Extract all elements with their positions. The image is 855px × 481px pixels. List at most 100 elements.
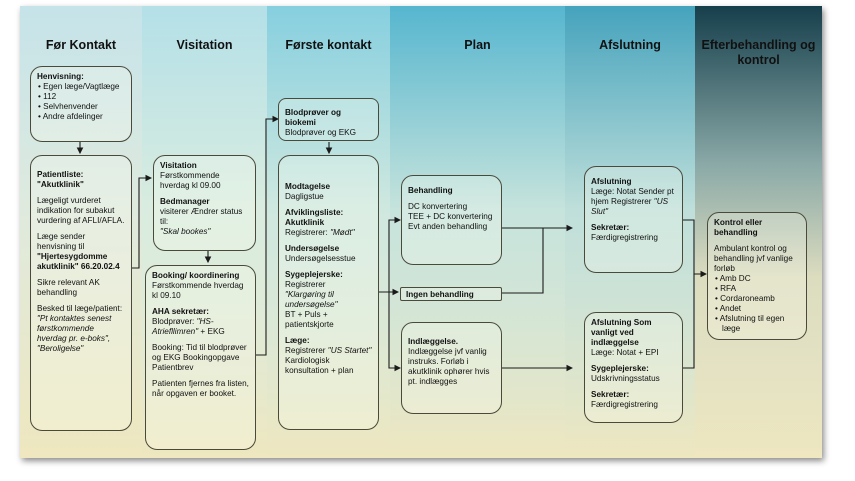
visitation-text: visiterer Ændrer status til: <box>160 207 243 226</box>
column-title-1: Før Kontakt <box>45 38 117 52</box>
box-patientliste: Patientliste: "Akutklinik" Lægeligt vurd… <box>30 155 132 431</box>
patientliste-title: Patientliste: "Akutklinik" <box>37 170 84 189</box>
visitation-text: Førstkommende hverdag kl 09.00 <box>160 171 221 190</box>
patientliste-text: Læge sender henvisning til <box>37 232 86 251</box>
modtagelse-title: Undersøgelse <box>285 244 340 253</box>
kontrol-item: • Andet <box>715 304 742 313</box>
afslutning-title: Afslutning Som vanligt ved indlæggelse <box>591 318 652 347</box>
box-modtagelse: Modtagelse Dagligstue Afviklingsliste: A… <box>278 155 379 430</box>
henvisning-item: • Selvhenvender <box>38 102 98 111</box>
box-visitation: Visitation Førstkommende hverdag kl 09.0… <box>153 155 256 251</box>
booking-text: Blodprøver: <box>152 317 195 326</box>
modtagelse-text: Dagligstue <box>285 192 324 201</box>
patientliste-text: Sikre relevant AK behandling <box>37 278 100 297</box>
box-henvisning: Henvisning: • Egen læge/Vagtlæge • 112 •… <box>30 66 132 142</box>
afslutning-text: Læge: Notat Sender pt hjem Registrerer "… <box>591 187 676 217</box>
patientliste-text: Lægeligt vurderet indikation for subakut… <box>37 196 125 225</box>
box-booking: Booking/ koordinering Førstkommende hver… <box>145 265 256 450</box>
booking-text: Booking: Tid til blodprøver og EKG Booki… <box>152 343 247 372</box>
patientliste-text: "Hjertesygdomme akutklinik" 66.20.02.4 <box>37 252 120 271</box>
column-title-3: Første kontakt <box>285 38 372 52</box>
modtagelse-text: BT + Puls + patientskjorte <box>285 310 334 329</box>
column-title-2: Visitation <box>176 38 233 52</box>
modtagelse-text: "US Startet" <box>327 346 372 355</box>
modtagelse-title: Modtagelse <box>285 182 331 191</box>
column-bg-1 <box>20 6 142 458</box>
blodprover-title: Blodprøver og biokemi <box>285 108 341 127</box>
column-title-4: Plan <box>464 38 491 52</box>
column-title-6: Efterbehandling og kontrol <box>701 38 816 67</box>
arrow-ingen-afslutning1 <box>502 228 544 294</box>
indlaeggelse-title: Indlæggelse. <box>408 337 459 346</box>
booking-text: + EKG <box>200 327 225 336</box>
behandling-item: TEE + DC konvertering <box>408 212 493 221</box>
afslutning-title: Sygeplejerske: <box>591 364 649 373</box>
booking-title: Booking/ koordinering <box>152 271 240 280</box>
arrow-patientliste-visitation <box>131 174 153 269</box>
box-afslutning-indlaeggelse: Afslutning Som vanligt ved indlæggelse L… <box>584 312 683 423</box>
afslutning-text: Færdigregistrering <box>591 233 658 242</box>
afslutning-title: Afslutning <box>591 177 632 186</box>
booking-text: Patienten fjernes fra listen, når opgave… <box>152 379 249 398</box>
visitation-title: Bedmanager <box>160 197 210 206</box>
behandling-item: Evt anden behandling <box>408 222 488 231</box>
modtagelse-text: "Mødt" <box>330 228 355 237</box>
afslutning-title: Sekretær: <box>591 390 630 399</box>
box-behandling: Behandling DC konvertering TEE + DC konv… <box>401 175 502 265</box>
kontrol-text: Ambulant kontrol og behandling jvf vanli… <box>714 244 793 273</box>
afslutning-text: Udskrivningsstatus <box>591 374 660 383</box>
booking-text: Blodprøver: "HS-Atriefllimren" + EKG <box>152 317 249 337</box>
afslutning-title: Sekretær: <box>591 223 630 232</box>
box-kontrol: Kontrol eller behandling Ambulant kontro… <box>707 212 807 340</box>
box-blodprover: Blodprøver og biokemi Blodprøver og EKG <box>278 98 379 141</box>
box-afslutning-hjem: Afslutning Læge: Notat Sender pt hjem Re… <box>584 166 683 273</box>
booking-title: AHA sekretær: <box>152 307 210 316</box>
visitation-title: Visitation <box>160 161 197 170</box>
column-bg-6 <box>695 6 822 458</box>
modtagelse-text: Registrerer "US Startet" <box>285 346 372 356</box>
visitation-text: "Skal bookes" <box>160 227 211 236</box>
modtagelse-title: Læge: <box>285 336 310 345</box>
kontrol-item: • Amb DC <box>715 274 751 283</box>
column-bg-5 <box>565 6 695 458</box>
behandling-item: DC konvertering <box>408 202 468 211</box>
henvisning-item: • Andre afdelinger <box>38 112 103 121</box>
booking-text: "HS-Atriefllimren" <box>152 317 214 336</box>
modtagelse-text: "Klargøring til undersøgelse" <box>285 290 338 309</box>
afslutning-text: "US Slut" <box>591 197 669 216</box>
column-title-5: Afslutning <box>599 38 661 52</box>
kontrol-item: • Afslutning til egen læge <box>715 314 785 333</box>
indlaeggelse-text: Indlæggelse jvf vanlig instruks. Forløb … <box>408 347 490 386</box>
henvisning-item: • 112 <box>38 92 57 101</box>
modtagelse-text: Kardiologisk konsultation + plan <box>285 356 354 375</box>
kontrol-title: Kontrol eller behandling <box>714 218 763 237</box>
kontrol-item: • Cordaroneamb <box>715 294 775 303</box>
arrow-modtagelse-behandling <box>379 216 402 293</box>
patientliste-text: Besked til læge/patient: <box>37 304 123 313</box>
henvisning-item: • Egen læge/Vagtlæge <box>38 82 120 91</box>
arrow-afslutning2-kontrol <box>683 274 695 369</box>
arrow-afslutning1-kontrol <box>683 219 708 278</box>
column-bg-4 <box>390 6 565 458</box>
modtagelse-text: Registrerer: <box>285 228 328 237</box>
patientliste-text: "Pt kontaktes senest førstkommende hverd… <box>37 314 112 353</box>
arrow-modtagelse-indlaeggelse <box>388 292 402 372</box>
behandling-title: Behandling <box>408 186 453 195</box>
modtagelse-title: Afviklingsliste: Akutklinik <box>285 208 344 227</box>
afslutning-text: Læge: Notat Sender pt hjem Registrerer <box>591 187 674 206</box>
box-indlaeggelse: Indlæggelse. Indlæggelse jvf vanlig inst… <box>401 322 502 414</box>
column-bg-3 <box>267 6 390 458</box>
modtagelse-text: Registrerer <box>285 280 326 289</box>
henvisning-title: Henvisning: <box>37 72 84 81</box>
blodprover-text: Blodprøver og EKG <box>285 128 356 137</box>
kontrol-item: • RFA <box>715 284 737 293</box>
booking-text: Førstkommende hverdag kl 09.10 <box>152 281 244 300</box>
box-ingen-behandling: Ingen behandling <box>400 287 502 301</box>
modtagelse-text: Undersøgelsesstue <box>285 254 356 263</box>
modtagelse-title: Sygeplejerske: <box>285 270 343 279</box>
afslutning-text: Færdigregistrering <box>591 400 658 409</box>
arrow-booking-blodprover <box>256 115 280 356</box>
modtagelse-text: Registrerer <box>285 346 326 355</box>
afslutning-text: Læge: Notat + EPI <box>591 348 659 357</box>
